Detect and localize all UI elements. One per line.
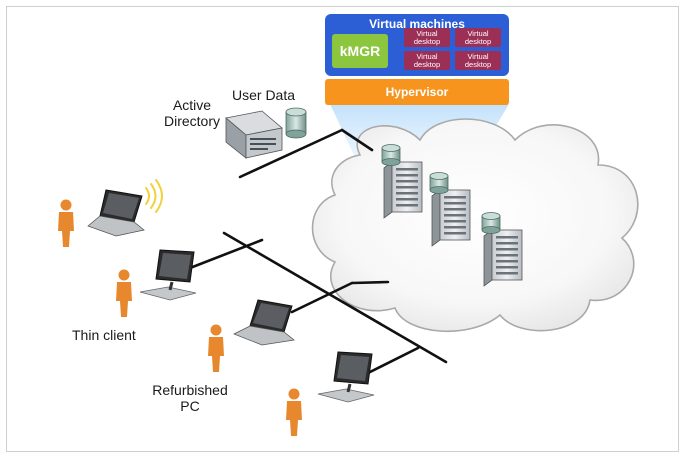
active-directory-label: Active Directory bbox=[152, 97, 232, 129]
refurbished-label-line1: Refurbished bbox=[152, 382, 228, 398]
person-icon bbox=[286, 388, 302, 436]
wifi-signal-icon bbox=[145, 179, 163, 213]
refurbished-label-line2: PC bbox=[180, 398, 200, 414]
person-icon bbox=[208, 324, 224, 372]
server-tower bbox=[429, 172, 471, 247]
database-cylinder bbox=[429, 172, 449, 194]
virtual-desktop: Virtual desktop bbox=[404, 51, 450, 70]
refurbished-pc-label: Refurbished PC bbox=[144, 382, 236, 414]
server-link bbox=[238, 128, 344, 179]
cloud bbox=[311, 118, 639, 333]
cloud-link bbox=[350, 280, 390, 285]
virtual-machines-title: Virtual machines bbox=[369, 17, 465, 31]
network-lines bbox=[188, 128, 448, 378]
branch-thin-client bbox=[188, 238, 264, 270]
kmgr-box: kMGR bbox=[332, 34, 388, 68]
virtual-machines-panel: Virtual machines kMGR Virtual desktop Vi… bbox=[325, 14, 509, 76]
laptop-refurbished bbox=[233, 299, 295, 346]
database-cylinder bbox=[481, 212, 501, 234]
database-cylinder bbox=[381, 144, 401, 166]
diagram-frame bbox=[6, 6, 679, 452]
cloud-servers bbox=[381, 144, 523, 287]
person-icon bbox=[116, 269, 132, 317]
user-data-cylinder bbox=[285, 107, 307, 139]
hypervisor-bar: Hypervisor bbox=[325, 79, 509, 105]
client-backbone bbox=[222, 231, 448, 364]
active-directory-label-line1: Active bbox=[172, 97, 212, 113]
desktop-monitor-bottom bbox=[317, 351, 375, 403]
thin-client-label: Thin client bbox=[72, 327, 136, 343]
server-tower bbox=[381, 144, 423, 219]
active-directory-server bbox=[225, 110, 283, 159]
branch-laptop-bottom bbox=[360, 346, 420, 378]
server-tower bbox=[481, 212, 523, 287]
server-link-to-cloud bbox=[340, 128, 374, 152]
desktop-monitor-thin-client bbox=[139, 249, 197, 301]
virtual-desktop: Virtual desktop bbox=[404, 28, 450, 47]
person-icon bbox=[58, 199, 74, 247]
virtual-desktop: Virtual desktop bbox=[455, 28, 501, 47]
branch-refurbished bbox=[290, 281, 354, 314]
user-data-label: User Data bbox=[232, 87, 296, 103]
active-directory-label-line2: Directory bbox=[163, 113, 220, 129]
virtual-desktop: Virtual desktop bbox=[455, 51, 501, 70]
laptop-wireless bbox=[87, 189, 145, 237]
